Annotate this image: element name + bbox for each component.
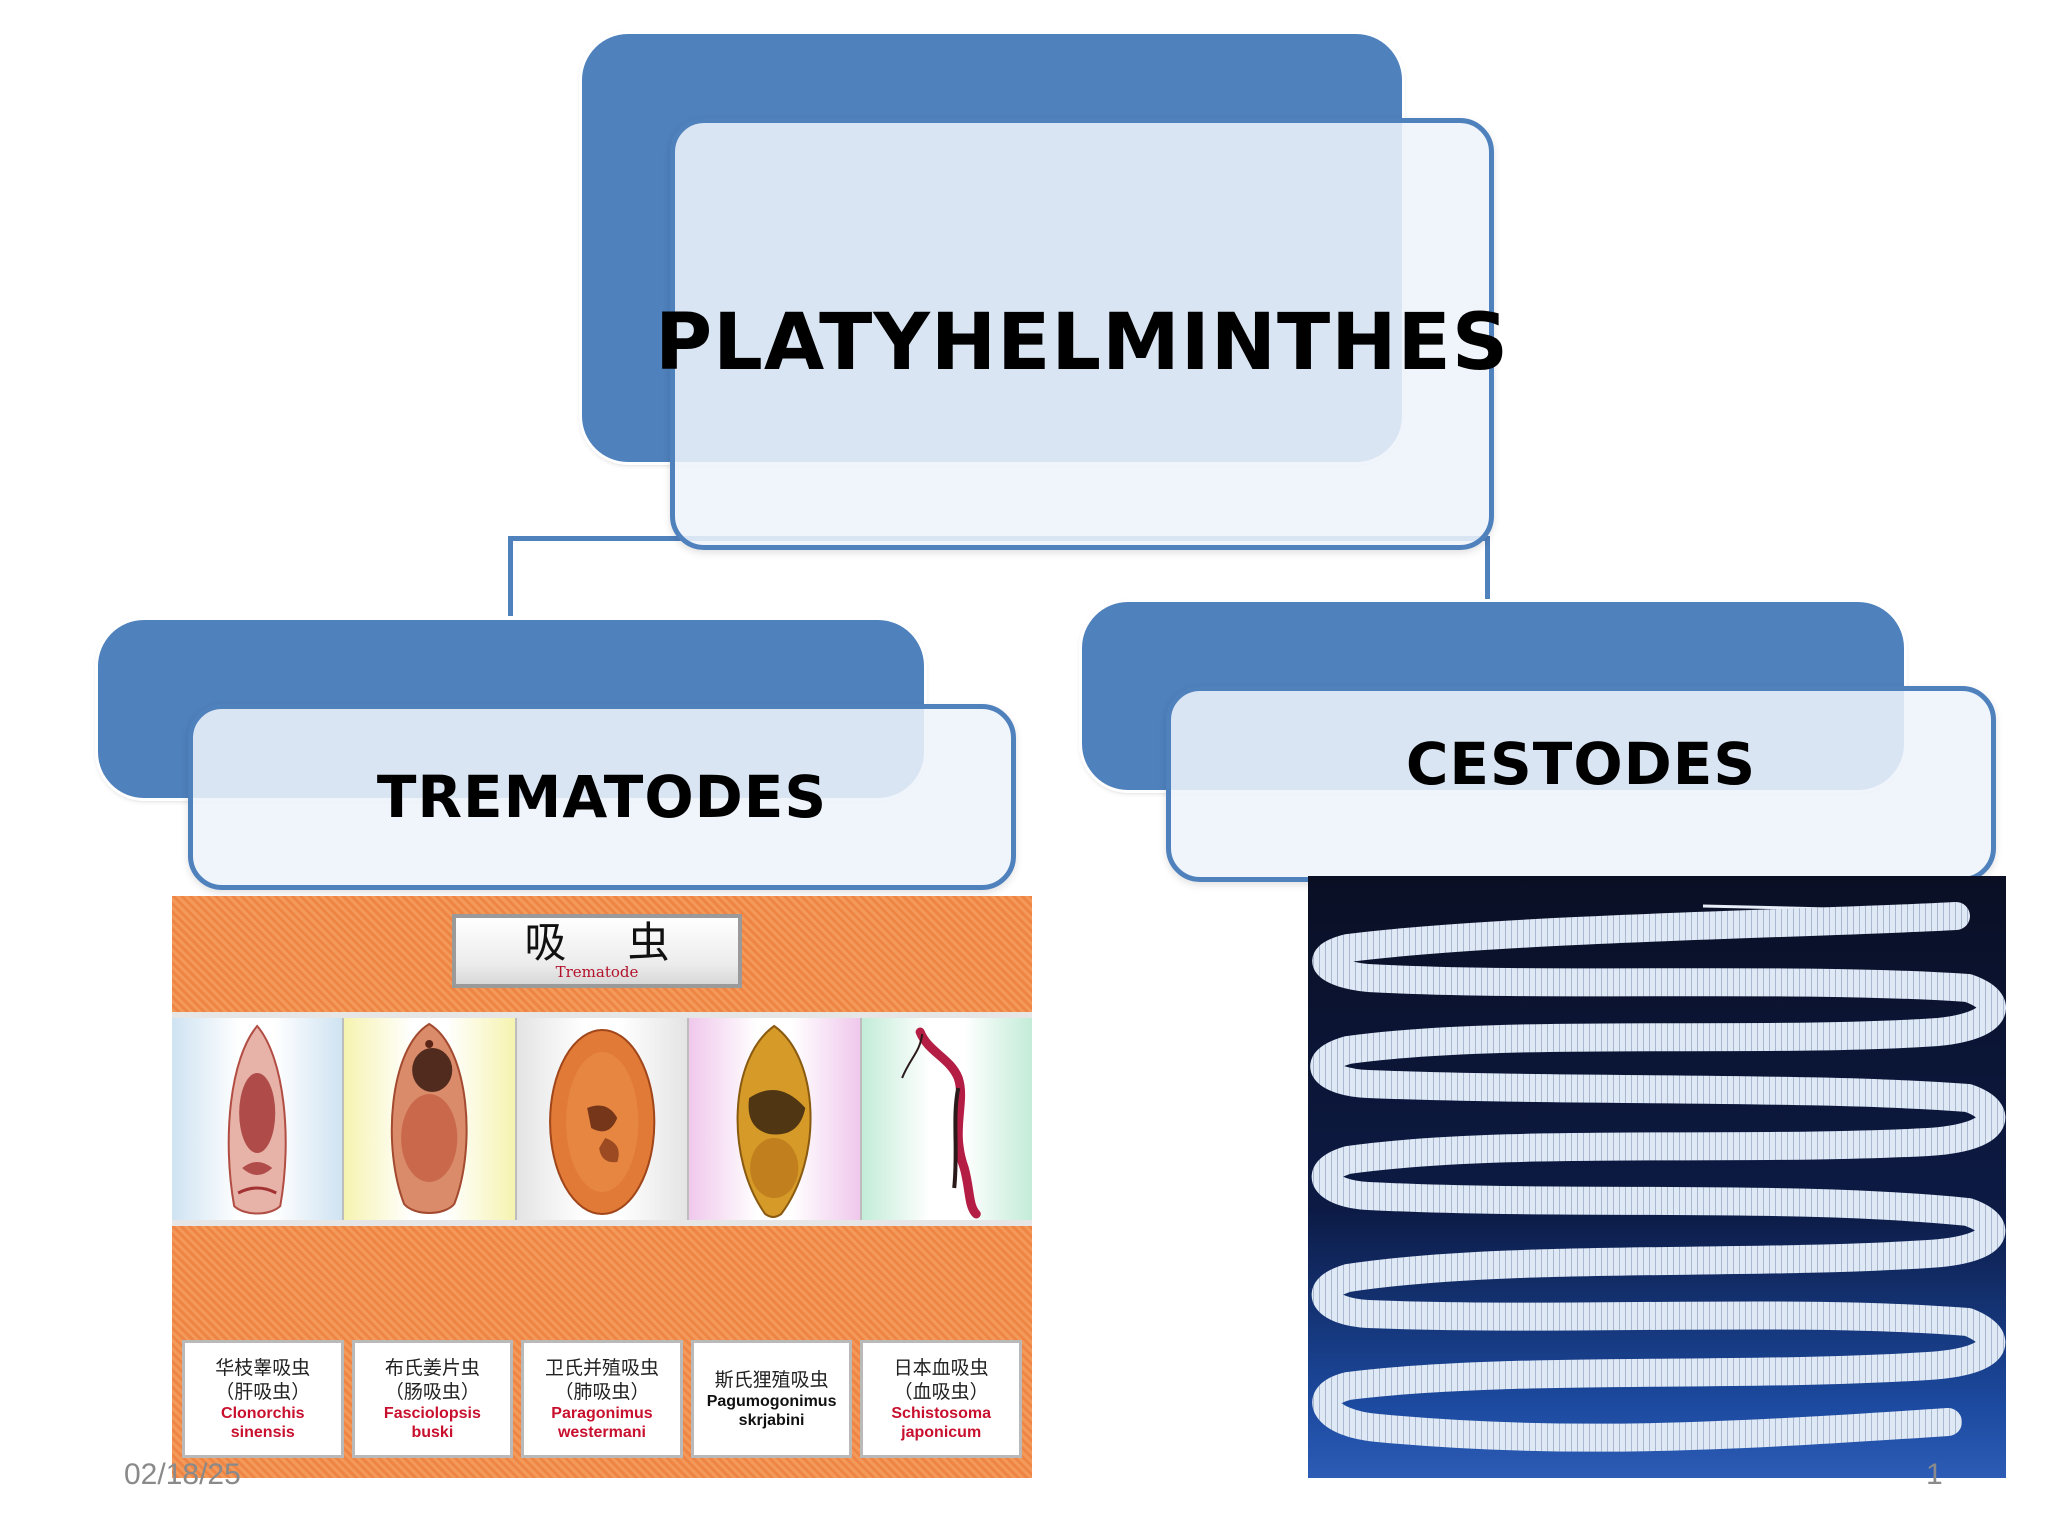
species-genus: Fasciolopsis xyxy=(383,1405,481,1422)
species-epithet: sinensis xyxy=(230,1424,295,1441)
species-genus: Pagumogonimus xyxy=(706,1393,837,1410)
specimen-clonorchis xyxy=(172,1018,343,1220)
species-label-schistosoma: 日本血吸虫 （血吸虫） Schistosoma japonicum xyxy=(860,1340,1022,1458)
species-genus: Schistosoma xyxy=(891,1405,991,1422)
trematode-title-box: 吸 虫 Trematode xyxy=(452,914,742,988)
connector-left-drop xyxy=(508,536,513,616)
species-epithet: westermani xyxy=(557,1424,646,1441)
tapeworm-illustration xyxy=(1310,902,2006,1452)
species-genus: Clonorchis xyxy=(221,1405,305,1422)
species-cn-name: 华枝睾吸虫 xyxy=(215,1357,311,1379)
cestode-photo xyxy=(1308,876,2006,1478)
specimen-pagumogonimus xyxy=(687,1018,860,1220)
species-cn-name: 卫氏并殖吸虫 xyxy=(544,1357,659,1379)
trematodes-node: TREMATODES xyxy=(188,704,1016,890)
species-cn-name: 日本血吸虫 xyxy=(893,1357,989,1379)
trematode-title-en: Trematode xyxy=(555,963,639,981)
species-epithet: japonicum xyxy=(901,1424,982,1441)
species-label-fasciolopsis: 布氏姜片虫 （肠吸虫） Fasciolopsis buski xyxy=(351,1340,514,1458)
species-genus: Paragonimus xyxy=(551,1405,653,1422)
specimen-paragonimus xyxy=(514,1018,688,1220)
footer-date: 02/18/25 xyxy=(124,1458,241,1491)
species-label-paragonimus: 卫氏并殖吸虫 （肺吸虫） Paragonimus westermani xyxy=(521,1340,683,1458)
species-cn-common: （肝吸虫） xyxy=(215,1381,311,1403)
species-cn-name: 斯氏狸殖吸虫 xyxy=(714,1369,829,1391)
species-label-clonorchis: 华枝睾吸虫 （肝吸虫） Clonorchis sinensis xyxy=(182,1340,344,1458)
species-cn-common: （血吸虫） xyxy=(893,1381,989,1403)
root-node: PLATYHELMINTHES xyxy=(655,118,1508,550)
species-label-pagumogonimus: 斯氏狸殖吸虫 Pagumogonimus skrjabini xyxy=(690,1340,853,1458)
species-epithet: buski xyxy=(411,1424,454,1441)
trematodes-node-label: TREMATODES xyxy=(376,763,828,831)
species-cn-common: （肠吸虫） xyxy=(384,1381,480,1403)
trematode-specimen-strip xyxy=(172,1012,1032,1226)
specimen-schistosoma xyxy=(859,1018,1032,1220)
specimen-fasciolopsis xyxy=(342,1018,515,1220)
cestodes-node-label: CESTODES xyxy=(1405,730,1757,798)
connector-right-drop xyxy=(1485,536,1490,602)
footer-page-number: 1 xyxy=(1926,1458,1943,1491)
species-cn-name: 布氏姜片虫 xyxy=(384,1357,480,1379)
trematode-panel: 吸 虫 Trematode xyxy=(172,896,1032,1478)
trematode-label-row: 华枝睾吸虫 （肝吸虫） Clonorchis sinensis 布氏姜片虫 （肠… xyxy=(182,1340,1022,1458)
trematode-title-cn: 吸 虫 xyxy=(524,918,694,967)
cestodes-node: CESTODES xyxy=(1166,686,1996,882)
species-epithet: skrjabini xyxy=(738,1412,805,1429)
species-cn-common: （肺吸虫） xyxy=(554,1381,650,1403)
root-node-label: PLATYHELMINTHES xyxy=(655,298,1509,388)
